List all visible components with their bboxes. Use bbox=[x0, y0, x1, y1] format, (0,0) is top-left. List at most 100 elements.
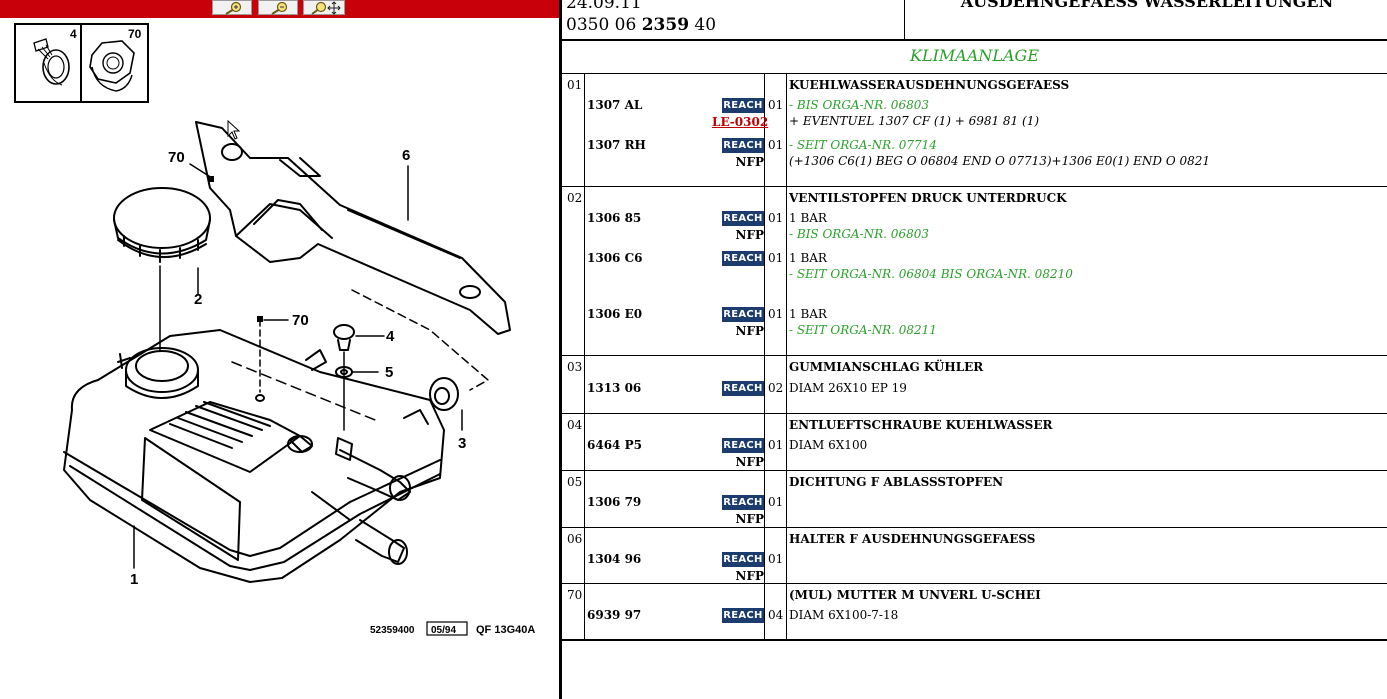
part-remark: DIAM 26X10 EP 19 bbox=[789, 381, 907, 395]
quantity: 01 bbox=[768, 552, 784, 566]
panel-divider[interactable] bbox=[559, 0, 562, 699]
part-remark: - SEIT ORGA-NR. 08211 bbox=[789, 323, 937, 337]
part-remark: 1 BAR bbox=[789, 211, 827, 225]
group-title: KLIMAANLAGE bbox=[909, 46, 1040, 65]
position-number: 04 bbox=[567, 418, 583, 432]
quantity: 01 bbox=[768, 495, 784, 509]
quantity: 01 bbox=[768, 438, 784, 452]
callout-label: 2 bbox=[194, 291, 202, 308]
position-number: 01 bbox=[567, 78, 583, 92]
part-remark: DIAM 6X100 bbox=[789, 438, 868, 452]
position-number: 06 bbox=[567, 532, 583, 546]
reach-badge[interactable]: REACH bbox=[722, 251, 764, 266]
callout-label: 6 bbox=[402, 147, 410, 164]
quantity: 01 bbox=[768, 138, 784, 152]
part-number-link[interactable]: 1306 85 bbox=[587, 211, 642, 225]
table-row: 06 HALTER F AUSDEHNUNGSGEFAESS 1304 96 REAC… bbox=[562, 528, 1387, 584]
reach-badge[interactable]: REACH bbox=[722, 381, 764, 396]
nfp-label: NFP bbox=[735, 455, 764, 469]
part-description: DICHTUNG F ABLASSSTOPFEN bbox=[789, 475, 1004, 489]
part-number-link[interactable]: 1306 C6 bbox=[587, 251, 643, 265]
bolt-nut-thumbnail-icon bbox=[33, 38, 135, 92]
nfp-label: NFP bbox=[735, 512, 764, 526]
part-number-link[interactable]: 6939 97 bbox=[587, 608, 642, 622]
part-number-link[interactable]: 1307 AL bbox=[587, 98, 643, 112]
mouse-cursor-icon bbox=[227, 120, 241, 140]
reach-badge[interactable]: REACH bbox=[722, 98, 764, 113]
magnifier-minus-icon bbox=[271, 1, 288, 15]
reach-badge[interactable]: REACH bbox=[722, 211, 764, 226]
part-number-link[interactable]: 1304 96 bbox=[587, 552, 642, 566]
part-number-link[interactable]: 1307 RH bbox=[587, 138, 646, 152]
nfp-label: NFP bbox=[735, 155, 764, 169]
quantity: 01 bbox=[768, 98, 784, 112]
callout-label: 5 bbox=[385, 364, 393, 381]
callout-label: 70 bbox=[292, 312, 309, 329]
reach-badge[interactable]: REACH bbox=[722, 608, 764, 623]
exploded-view-drawing: 70 6 2 70 4 5 3 1 52359400 05/94 QF 13G4… bbox=[63, 121, 535, 636]
zoom-move-button[interactable] bbox=[303, 0, 345, 15]
table-row: 01 KUEHLWASSERAUSDEHNUNGSGEFAESS 1307 AL RE… bbox=[562, 74, 1387, 187]
table-row: 05 DICHTUNG F ABLASSSTOPFEN 1306 79 REACH 01… bbox=[562, 471, 1387, 528]
part-remark: + EVENTUEL 1307 CF (1) + 6981 81 (1) bbox=[789, 114, 1040, 128]
part-remark: (+1306 C6(1) BEG O 06804 END O 07713)+13… bbox=[789, 154, 1211, 168]
magnifier-plus-icon bbox=[225, 1, 242, 15]
part-remark: - BIS ORGA-NR. 06803 bbox=[789, 98, 929, 112]
nfp-label: NFP bbox=[735, 324, 764, 338]
callout-label: 1 bbox=[130, 571, 138, 588]
part-description: ENTLUEFTSCHRAUBE KUEHLWASSER bbox=[789, 418, 1053, 432]
catalog-date: 24.09.11 bbox=[566, 0, 642, 13]
reach-badge[interactable]: REACH bbox=[722, 552, 764, 567]
le-link[interactable]: LE-0302 bbox=[712, 115, 769, 129]
quantity: 04 bbox=[768, 608, 784, 622]
table-row: 04 ENTLUEFTSCHRAUBE KUEHLWASSER 6464 P5 REA… bbox=[562, 414, 1387, 471]
reach-badge[interactable]: REACH bbox=[722, 438, 764, 453]
position-number: 03 bbox=[567, 360, 583, 374]
part-description: KUEHLWASSERAUSDEHNUNGSGEFAESS bbox=[789, 78, 1070, 92]
nfp-label: NFP bbox=[735, 228, 764, 242]
quantity: 02 bbox=[768, 381, 784, 395]
thumbnail-number: 4 bbox=[70, 27, 77, 41]
table-row: 02 VENTILSTOPFEN DRUCK UNTERDRUCK 1306 85 R… bbox=[562, 187, 1387, 356]
part-description: HALTER F AUSDEHNUNGSGEFAESS bbox=[789, 532, 1036, 546]
nfp-label: NFP bbox=[735, 569, 764, 583]
thumbnail-number: 70 bbox=[128, 27, 142, 41]
part-number-link[interactable]: 1306 79 bbox=[587, 495, 642, 509]
page-title: AUSDEHNGEFAESS WASSERLEITUNGEN bbox=[960, 0, 1334, 11]
part-number-link[interactable]: 1313 06 bbox=[587, 381, 642, 395]
position-number: 05 bbox=[567, 475, 583, 489]
drawing-date: 05/94 bbox=[431, 625, 456, 636]
part-remark: 1 BAR bbox=[789, 251, 827, 265]
callout-label: 70 bbox=[168, 149, 185, 166]
part-remark: DIAM 6X100-7-18 bbox=[789, 608, 899, 622]
drawing-code: 52359400 bbox=[370, 625, 415, 636]
position-number: 02 bbox=[567, 191, 583, 205]
reach-badge[interactable]: REACH bbox=[722, 307, 764, 322]
quantity: 01 bbox=[768, 211, 784, 225]
part-remark: - SEIT ORGA-NR. 06804 BIS ORGA-NR. 08210 bbox=[789, 267, 1073, 281]
quantity: 01 bbox=[768, 251, 784, 265]
magnifier-move-icon bbox=[311, 0, 341, 15]
callout-label: 4 bbox=[386, 328, 395, 345]
reach-badge[interactable]: REACH bbox=[722, 495, 764, 510]
table-row: 03 GUMMIANSCHLAG KÜHLER 1313 06 REACH 02 DIAM… bbox=[562, 356, 1387, 414]
quantity: 01 bbox=[768, 307, 784, 321]
drawing-reference: QF 13G40A bbox=[476, 624, 535, 636]
position-number: 70 bbox=[567, 588, 583, 602]
part-remark: - BIS ORGA-NR. 06803 bbox=[789, 227, 929, 241]
part-number-link[interactable]: 6464 P5 bbox=[587, 438, 642, 452]
zoom-in-button[interactable] bbox=[212, 0, 252, 15]
zoom-out-button[interactable] bbox=[258, 0, 298, 15]
part-number-link[interactable]: 1306 E0 bbox=[587, 307, 643, 321]
detail-thumbnails: 4 70 bbox=[14, 23, 149, 103]
table-row: 70 (MUL) MUTTER M UNVERL U-SCHEI 6939 97 RE… bbox=[562, 584, 1387, 640]
part-description: VENTILSTOPFEN DRUCK UNTERDRUCK bbox=[789, 191, 1067, 205]
part-remark: - SEIT ORGA-NR. 07714 bbox=[789, 138, 937, 152]
parts-list-panel: 24.09.11 0350 06 2359 40 AUSDEHNGEFAESS … bbox=[562, 0, 1387, 699]
part-description: GUMMIANSCHLAG KÜHLER bbox=[789, 360, 984, 374]
part-remark: 1 BAR bbox=[789, 307, 827, 321]
illustration-panel: 4 70 bbox=[0, 0, 559, 699]
reach-badge[interactable]: REACH bbox=[722, 138, 764, 153]
part-description: (MUL) MUTTER M UNVERL U-SCHEI bbox=[789, 588, 1041, 602]
catalog-reference: 0350 06 2359 40 bbox=[566, 15, 717, 35]
